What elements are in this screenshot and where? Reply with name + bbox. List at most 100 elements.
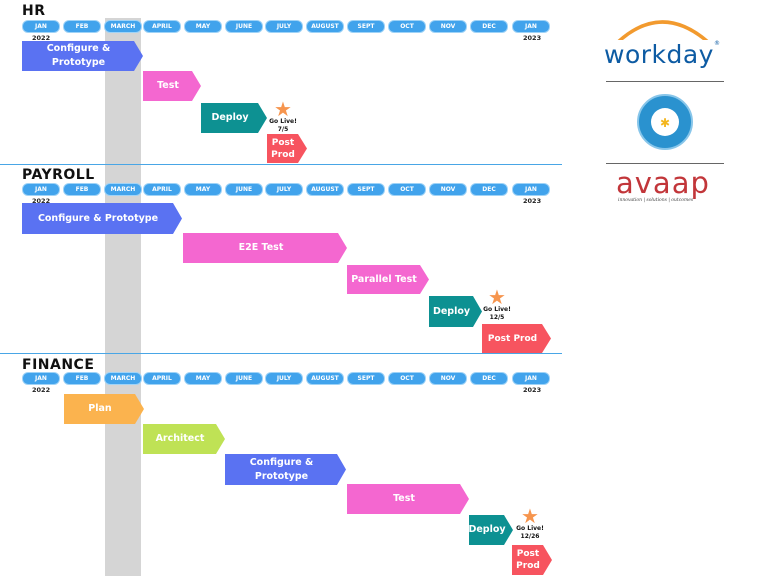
finance-test-bar: Test — [347, 484, 469, 514]
workday-wordmark: workday® — [604, 40, 721, 69]
finance-plan-label: Plan — [88, 403, 112, 414]
month-pill-feb: FEB — [63, 372, 101, 385]
finance-architect-label: Architect — [155, 433, 205, 444]
payroll-e2e-test-bar: E2E Test — [183, 233, 347, 263]
finance-deploy-label: Deploy — [468, 524, 506, 535]
payroll-parallel-test-label: Parallel Test — [351, 273, 417, 285]
finance-year-start: 2022 — [32, 386, 51, 394]
month-pill-june: JUNE — [225, 372, 263, 385]
hr-post-prod-bar: Post Prod — [267, 134, 307, 163]
month-pill-dec: DEC — [470, 183, 508, 196]
payroll-post-prod-label: Post Prod — [487, 333, 538, 344]
finance-architect-bar: Architect — [143, 424, 225, 454]
march-highlight-column — [105, 18, 141, 576]
month-pill-feb: FEB — [63, 183, 101, 196]
month-pill-jan: JAN — [22, 183, 60, 196]
month-pill-may: MAY — [184, 372, 222, 385]
finance-go-live-label: Go Live! — [516, 525, 544, 532]
month-pill-nov: NOV — [429, 372, 467, 385]
month-pill-dec: DEC — [470, 20, 508, 33]
logo-divider-1 — [606, 81, 724, 82]
month-pill-march: MARCH — [104, 183, 142, 196]
logo-divider-2 — [606, 163, 724, 164]
month-pill-jan-next: JAN — [512, 183, 550, 196]
finance-go-live-marker: ★ Go Live! 12/26 — [513, 504, 547, 541]
star-icon: ★ — [521, 504, 539, 528]
payroll-go-live-date: 12/5 — [489, 314, 505, 321]
payroll-post-prod-bar: Post Prod — [482, 324, 551, 353]
month-pill-june: JUNE — [225, 183, 263, 196]
month-pill-july: JULY — [265, 183, 303, 196]
hr-go-live-label: Go Live! — [269, 118, 297, 125]
payroll-deploy-label: Deploy — [432, 305, 471, 317]
payroll-year-start: 2022 — [32, 197, 51, 205]
avaap-logo: avaap innovation | solutions | outcomes — [616, 168, 726, 214]
month-pill-august: AUGUST — [306, 183, 344, 196]
hr-divider — [0, 164, 562, 165]
hr-test-label: Test — [157, 80, 179, 91]
month-pill-august: AUGUST — [306, 372, 344, 385]
month-pill-oct: OCT — [388, 20, 426, 33]
month-pill-jan: JAN — [22, 372, 60, 385]
hr-test-bar: Test — [143, 71, 201, 101]
hr-configure-prototype-bar: Configure & Prototype — [22, 41, 143, 71]
month-pill-jan: JAN — [22, 20, 60, 33]
hr-deploy-bar: Deploy — [201, 103, 267, 133]
seal-decoration-icon: ✱ — [660, 116, 670, 130]
payroll-configure-label: Configure & Prototype — [37, 212, 159, 224]
avaap-wordmark: avaap — [616, 166, 710, 200]
month-pill-may: MAY — [184, 20, 222, 33]
hr-year-start: 2022 — [32, 34, 51, 42]
finance-post-prod-label: Post Prod — [516, 549, 540, 571]
month-pill-nov: NOV — [429, 183, 467, 196]
avaap-tagline: innovation | solutions | outcomes — [618, 198, 694, 203]
hr-go-live-date: 7/5 — [277, 126, 289, 133]
salt-lake-city-seal: ✱ — [637, 94, 693, 150]
finance-plan-bar: Plan — [64, 394, 144, 424]
workday-arc-icon — [617, 20, 709, 40]
month-pill-oct: OCT — [388, 183, 426, 196]
finance-year-end: 2023 — [523, 386, 542, 394]
svg-text:✱: ✱ — [660, 116, 670, 130]
hr-section-title: HR — [22, 3, 46, 19]
month-pill-april: APRIL — [143, 183, 181, 196]
finance-configure-label: Configure & Prototype — [249, 456, 314, 482]
month-pill-oct: OCT — [388, 372, 426, 385]
month-pill-feb: FEB — [63, 20, 101, 33]
month-pill-jan-next: JAN — [512, 372, 550, 385]
hr-deploy-label: Deploy — [211, 112, 249, 123]
month-pill-april: APRIL — [143, 372, 181, 385]
month-pill-march: MARCH — [104, 20, 142, 33]
month-pill-sept: SEPT — [347, 20, 385, 33]
finance-section-title: FINANCE — [22, 357, 95, 373]
month-pill-june: JUNE — [225, 20, 263, 33]
hr-configure-label: Configure & Prototype — [46, 43, 111, 68]
month-pill-sept: SEPT — [347, 372, 385, 385]
finance-configure-prototype-bar: Configure & Prototype — [225, 454, 346, 485]
workday-logo: workday® — [604, 20, 728, 70]
payroll-deploy-bar: Deploy — [429, 296, 482, 327]
month-pill-march: MARCH — [104, 372, 142, 385]
payroll-go-live-label: Go Live! — [483, 306, 511, 313]
payroll-configure-prototype-bar: Configure & Prototype — [22, 203, 182, 234]
payroll-go-live-marker: ★ Go Live! 12/5 — [481, 285, 513, 322]
seal-center — [651, 108, 679, 136]
payroll-parallel-test-bar: Parallel Test — [347, 265, 429, 294]
month-pill-nov: NOV — [429, 20, 467, 33]
payroll-section-title: PAYROLL — [22, 167, 95, 183]
star-icon: ★ — [488, 285, 506, 309]
month-pill-august: AUGUST — [306, 20, 344, 33]
star-icon: ★ — [274, 97, 292, 121]
hr-go-live-marker: ★ Go Live! 7/5 — [267, 97, 299, 134]
finance-post-prod-bar: Post Prod — [512, 545, 552, 575]
month-pill-july: JULY — [265, 372, 303, 385]
month-pill-may: MAY — [184, 183, 222, 196]
finance-deploy-bar: Deploy — [469, 515, 513, 545]
payroll-e2e-test-label: E2E Test — [238, 242, 284, 253]
month-pill-april: APRIL — [143, 20, 181, 33]
month-pill-jan-next: JAN — [512, 20, 550, 33]
hr-year-end: 2023 — [523, 34, 542, 42]
month-pill-dec: DEC — [470, 372, 508, 385]
finance-test-label: Test — [393, 493, 415, 504]
hr-post-prod-label: Post Prod — [271, 137, 295, 160]
